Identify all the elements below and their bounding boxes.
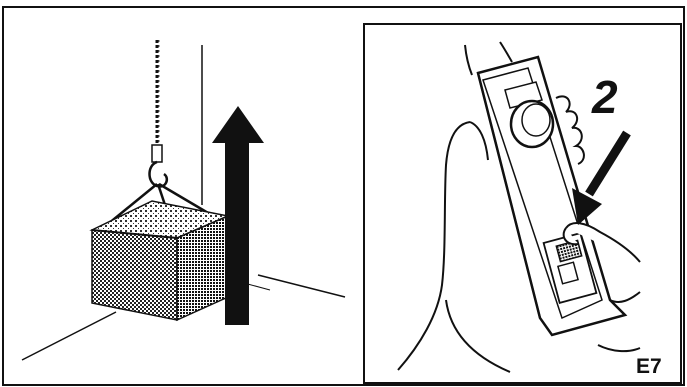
figure-code: E7 [636, 356, 662, 377]
left-panel [22, 40, 345, 360]
hoist-chain [157, 40, 159, 145]
step-number: 2 [592, 74, 618, 120]
hand-illustration [398, 122, 510, 372]
hook-icon [150, 145, 167, 187]
emergency-stop-button-icon [511, 101, 553, 147]
